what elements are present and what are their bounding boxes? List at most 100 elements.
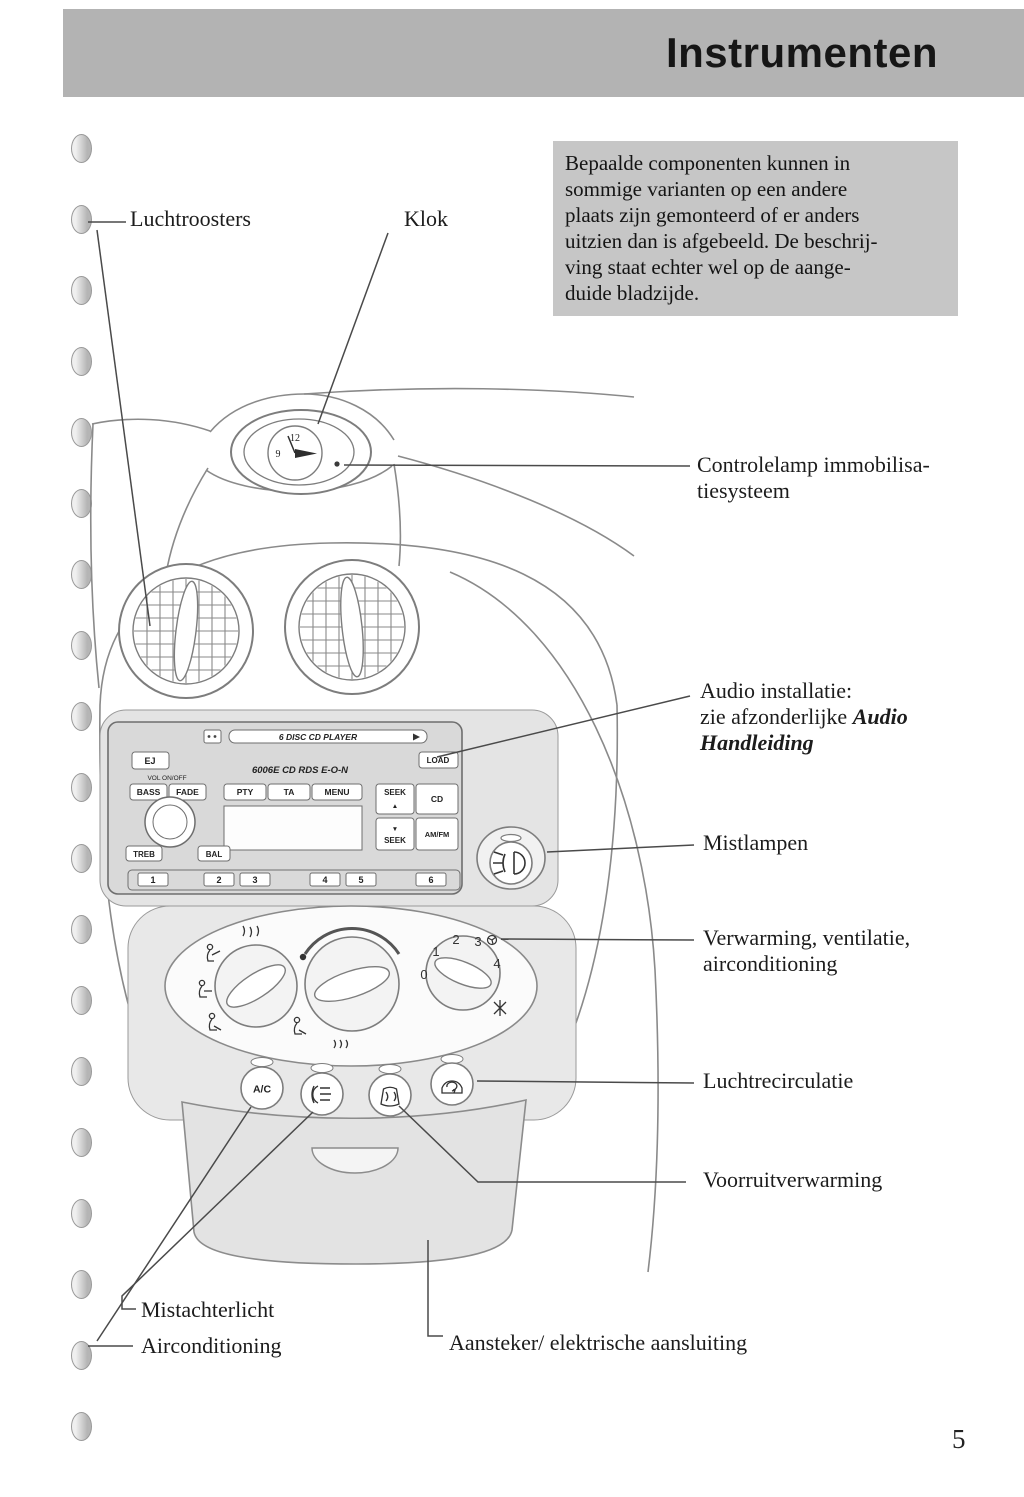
climate-buttons: A/C (240, 1054, 474, 1117)
leader-voorruitverwarming (398, 1105, 686, 1183)
temperature-cold-dot (299, 953, 307, 961)
fan-position-0: 0 (420, 967, 427, 982)
defrost-icon (333, 1039, 349, 1049)
leader-verwarming (500, 938, 695, 941)
treb-button (125, 845, 163, 862)
preset-label-3: 3 (252, 875, 257, 885)
callout-voorruitverwarming: Voorruitverwarming (703, 1167, 883, 1192)
cd-button (415, 783, 459, 815)
notice-line: ving staat echter wel op de aange- (565, 255, 851, 279)
leader-controlelamp (343, 464, 691, 467)
snowflake-icon (493, 1000, 507, 1016)
eject-label: EJ (144, 756, 155, 766)
callout-line: Audio installatie: (700, 678, 853, 703)
callout-line: zie afzonderlijke Audio (700, 704, 908, 730)
binding-tooth (71, 1412, 92, 1441)
dot-icon (207, 735, 211, 738)
cd-slot-label: 6 DISC CD PLAYER (279, 732, 358, 742)
leader-luchtrecirculatie (476, 1080, 695, 1084)
load-label: LOAD (427, 756, 450, 765)
clock-number-12: 12 (290, 433, 300, 444)
volume-label: VOL ON/OFF (147, 775, 186, 782)
preset-button-1 (137, 872, 169, 887)
notice-line: Bepaalde componenten kunnen in (565, 151, 851, 175)
callout-klok: Klok (404, 206, 448, 231)
binding-tooth (71, 1199, 92, 1228)
binding-tooth (71, 844, 92, 873)
clock-hand (295, 449, 317, 458)
fog-lamp-icon (493, 851, 526, 875)
binding-tooth (71, 1270, 92, 1299)
seek-down-label: SEEK (384, 836, 406, 845)
leader-audio (436, 695, 691, 758)
page-header: Instrumenten (63, 9, 1024, 97)
fan-position-1: 1 (432, 944, 439, 959)
air-vent-left (118, 563, 254, 699)
lower-console (181, 1098, 527, 1265)
preset-label-2: 2 (216, 875, 221, 885)
binding-tooth (71, 134, 92, 163)
cd-slot (228, 729, 428, 744)
preset-label-6: 6 (428, 875, 433, 885)
fan-position-4: 4 (493, 956, 500, 971)
clock-number-9: 9 (276, 449, 281, 460)
leader-aansteker (427, 1240, 443, 1337)
callout-mistlampen: Mistlampen (703, 830, 809, 855)
binding-tooth (71, 418, 92, 447)
preset-button-4 (309, 872, 341, 887)
binding-tooth (71, 205, 92, 234)
callout-controlelamp: Controlelamp immobilisa- tiesysteem (697, 452, 930, 504)
pty-label: PTY (237, 787, 254, 797)
callout-luchtroosters: Luchtroosters (130, 206, 251, 231)
binding-tooth (71, 1057, 92, 1086)
callout-airconditioning: Airconditioning (141, 1333, 282, 1358)
leader-luchtroosters (96, 229, 151, 627)
page-number: 5 (952, 1424, 966, 1454)
preset-label-5: 5 (358, 875, 363, 885)
eject-button (131, 751, 170, 770)
fade-button (168, 783, 207, 801)
binding-tooth (71, 702, 92, 731)
preset-button-6 (415, 872, 447, 887)
binding-tooth (71, 1341, 92, 1370)
page-title: Instrumenten (665, 29, 938, 76)
binding-tooth (71, 915, 92, 944)
air-distribution-knob (214, 944, 298, 1028)
callout-text: zie afzonderlijke (700, 704, 853, 729)
bal-button (197, 845, 231, 862)
seek-down-button (375, 817, 415, 851)
callout-line: Controlelamp immobilisa- (697, 452, 930, 477)
amfm-label: AM/FM (425, 830, 450, 839)
vent-vane (173, 580, 199, 682)
air-vent-right (284, 559, 420, 695)
recirculation-button (430, 1054, 474, 1106)
fan-knob: 0 1 2 3 4 (420, 932, 507, 1016)
climate-panel: 0 1 2 3 4 A/C (164, 905, 538, 1117)
fan-position-3: 3 (474, 934, 481, 949)
preset-button-3 (239, 872, 271, 887)
notice-line: plaats zijn gemonteerd of er anders (565, 203, 860, 227)
bass-label: BASS (137, 787, 161, 797)
ac-label: A/C (253, 1084, 272, 1096)
pty-button (223, 783, 267, 801)
rear-fog-icon (311, 1085, 331, 1104)
leader-mistlampen (546, 844, 695, 853)
callout-line: airconditioning (703, 951, 838, 976)
dot-icon (213, 735, 217, 738)
binding-tooth (71, 631, 92, 660)
radio-dot-button (203, 729, 222, 744)
radio-model-label: 6006E CD RDS E-O-N (252, 765, 349, 776)
bass-button (129, 783, 168, 801)
menu-button (311, 783, 363, 801)
seek-down-arrow-icon: ▼ (392, 826, 398, 833)
fade-label: FADE (176, 787, 199, 797)
console-handle (311, 1147, 399, 1174)
notice-line: duide bladzijde. (565, 281, 700, 305)
preset-button-5 (345, 872, 377, 887)
binding-tooth (71, 276, 92, 305)
callout-text-emphasis: Handleiding (700, 730, 814, 755)
callout-audio: Audio installatie: zie afzonderlijke Aud… (700, 678, 908, 756)
fan-position-2: 2 (452, 932, 459, 947)
